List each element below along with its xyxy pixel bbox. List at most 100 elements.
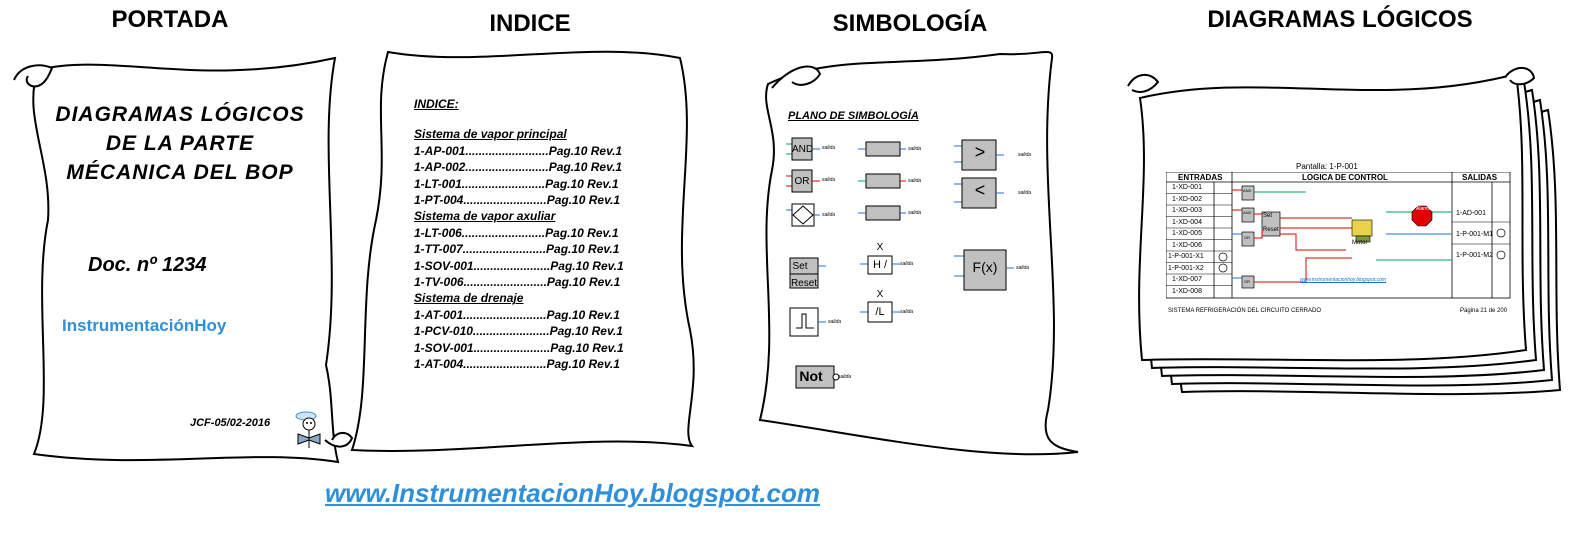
indice-row: 1-PCV-010.......................Pag.10 R… [414,324,623,339]
set-label: Set [792,261,808,272]
output-label: salida [1018,152,1032,158]
alarm-label: Alarma [1416,206,1432,212]
header-indice: INDICE [489,10,571,37]
col-salidas: SALIDAS [1462,173,1498,182]
input-tag: 1-XD-003 [1172,207,1202,214]
output-label: salida [900,309,914,315]
indice-row: 1-AP-001.........................Pag.10 … [414,143,623,158]
input-tag: 1-P-001-X1 [1168,253,1204,260]
indice-row: 1-SOV-001.......................Pag.10 R… [414,340,624,355]
x-label: X [876,242,884,253]
set-reset-mini [1261,211,1281,237]
reset-label: Reset [790,278,818,289]
output-label: salida [822,145,836,151]
function-symbol [954,249,1014,291]
diagram-url: www.instrumentacionhoy.blogspot.com [1300,277,1387,283]
output-label: salida [1018,190,1032,196]
indice-row: 1-AT-001.........................Pag.10 … [414,307,620,322]
input-tag: 1-XD-004 [1172,218,1202,226]
portada-brand: InstrumentaciónHoy [62,316,227,335]
l-label: /L [875,306,885,318]
portada-title-line3: MÉCANICA DEL BOP [66,161,294,184]
indice-row: 1-PT-004.........................Pag.10 … [414,193,621,208]
input-tag: 1-XD-006 [1172,241,1202,249]
timer-symbol [858,173,906,189]
motor-icon [1351,219,1373,243]
col-logica: LOGICA DE CONTROL [1302,173,1388,182]
output-label: salida [900,261,914,267]
mascot-icon [295,411,321,448]
diagram-footer-left: SISTEMA REFRIGERACIÓN DEL CIRCUITO CERRA… [1168,308,1322,314]
input-tag: 1-XD-008 [1172,287,1202,295]
alarm-octagon [1411,205,1433,227]
not-label: Not [799,368,823,384]
diagram-footer-right: Página 21 de 200 [1460,308,1508,314]
greater-than-symbol [954,139,1004,171]
h-label: H / [872,259,888,271]
simbologia-sheet [758,51,1079,456]
motor-label: Motor [1352,240,1368,246]
portada-doc-number: Doc. nº 1234 [88,254,207,276]
indice-row: 1-AP-002.........................Pag.10 … [414,160,623,175]
diagramas-sheet-front [1138,72,1528,362]
portada-title-line2: DE LA PARTE [105,132,255,155]
and-gate-mini [1241,207,1255,223]
set-reset-symbol [789,257,826,289]
output-label: salida [1016,265,1030,271]
input-tag: 1-XD-005 [1172,230,1202,237]
output-label: salida [908,146,922,152]
timer-symbol [858,205,906,221]
high-limit-symbol [860,255,900,275]
diagram-page-title: Pantalla: 1-P-001 [1296,162,1358,171]
output-label: salida [822,212,836,218]
output-label: salida [828,319,842,325]
less-than-symbol [954,177,1004,209]
indice-heading: INDICE: [414,97,459,111]
and-gate-mini [1241,185,1255,201]
output-tag: 1-P-001-M2 [1456,252,1493,259]
output-tag: 1-AD-001 [1456,210,1486,217]
and-gate-symbol [786,137,820,161]
output-label: salida [908,178,922,184]
simbologia-title: PLANO DE SIMBOLOGÍA [788,110,919,122]
or-gate-symbol [786,169,820,193]
or-mini-label: OR [1244,235,1250,240]
output-label: salida [838,374,852,380]
portada-sheet [32,56,340,464]
gt-label: > [974,142,986,162]
input-tag: 1-P-001-X2 [1168,264,1204,272]
output-label: salida [908,210,922,216]
input-tag: 1-XD-002 [1172,195,1202,203]
pulse-symbol [789,307,826,337]
or-gate-mini [1241,231,1255,247]
reset-mini-label: Reset [1263,227,1279,233]
portada-title-line1: DIAGRAMAS LÓGICOS [55,103,305,126]
set-mini-label: Set [1263,213,1273,219]
not-symbol [795,365,840,389]
indice-row: 1-TT-007.........................Pag.10 … [414,242,620,257]
and-label: AND [792,144,814,155]
fx-label: F(x) [972,259,998,275]
header-diagramas: DIAGRAMAS LÓGICOS [1207,6,1473,33]
indice-list: INDICE: Sistema de vapor principal 1-AP-… [414,96,684,373]
output-tag: 1-P-001-M1 [1456,231,1493,238]
x-label: X [876,289,884,300]
or-label: OR [794,176,810,187]
indice-row: 1-AT-004.........................Pag.10 … [414,357,620,372]
indice-section-title: Sistema de vapor principal [414,127,567,142]
indice-row: 1-LT-001.........................Pag.10 … [414,176,619,191]
col-entradas: ENTRADAS [1178,173,1223,182]
input-tag: 1-XD-001 [1172,184,1202,191]
diagramas-stack [1127,67,1562,396]
header-portada: PORTADA [111,6,229,33]
footer-url-link[interactable]: www.InstrumentacionHoy.blogspot.com [325,478,820,508]
or-mini-label: OR [1244,279,1250,284]
and-mini-label: AND [1243,210,1252,215]
symbol-sheet [786,137,1014,389]
indice-row: 1-LT-006.........................Pag.10 … [414,225,619,240]
input-tag: 1-XD-007 [1172,276,1202,283]
indice-sheet [350,50,695,452]
comparator-diamond-symbol [786,203,820,227]
and-mini-label: AND [1243,188,1252,193]
